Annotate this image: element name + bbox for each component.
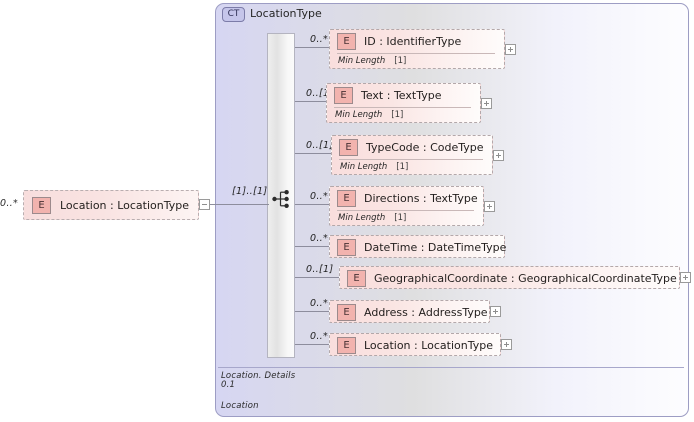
element-badge-icon: E bbox=[337, 337, 356, 354]
element-badge-icon: E bbox=[32, 196, 51, 214]
facet-label: Min Length bbox=[338, 213, 386, 223]
child-header: E Text : TextType bbox=[327, 84, 480, 107]
child-label-address: Address : AddressType bbox=[364, 306, 488, 319]
child-connector-line bbox=[295, 101, 326, 102]
child-element-address[interactable]: E Address : AddressType bbox=[329, 300, 490, 323]
facet-separator bbox=[334, 107, 471, 108]
child-header: E GeographicalCoordinate : GeographicalC… bbox=[340, 267, 679, 290]
child-connector-line bbox=[295, 246, 329, 247]
child-cardinality-id: 0..* bbox=[310, 34, 329, 45]
child-connector-line bbox=[295, 277, 339, 278]
facet-value: [1] bbox=[394, 213, 407, 223]
facet-label: Min Length bbox=[335, 110, 383, 120]
child-element-location[interactable]: E Location : LocationType bbox=[329, 333, 501, 356]
child-label-datetime: DateTime : DateTimeType bbox=[364, 241, 507, 254]
expand-toggle-icon-location[interactable] bbox=[501, 339, 512, 350]
facet-min-length: Min Length [1] bbox=[338, 56, 406, 66]
child-header: E DateTime : DateTimeType bbox=[330, 236, 507, 259]
root-element-location[interactable]: E Location : LocationType bbox=[23, 190, 199, 220]
facet-min-length: Min Length [1] bbox=[340, 162, 408, 172]
annotation-line-2: 0.1 bbox=[221, 380, 236, 390]
child-header: E Address : AddressType bbox=[330, 301, 489, 324]
facet-separator bbox=[339, 159, 483, 160]
sequence-compositor-icon[interactable] bbox=[272, 189, 294, 209]
complextype-title: LocationType bbox=[250, 7, 322, 20]
child-element-typecode[interactable]: E TypeCode : CodeType Min Length [1] bbox=[331, 135, 493, 175]
expand-toggle-icon-id[interactable] bbox=[505, 44, 516, 55]
root-cardinality: 0..* bbox=[0, 198, 19, 209]
expand-toggle-icon-text[interactable] bbox=[481, 98, 492, 109]
element-badge-icon: E bbox=[337, 33, 356, 50]
child-connector-line bbox=[295, 47, 329, 48]
child-header: E Directions : TextType bbox=[330, 187, 483, 210]
facet-label: Min Length bbox=[338, 56, 386, 66]
element-badge-icon: E bbox=[337, 304, 356, 321]
child-header: E Location : LocationType bbox=[330, 334, 500, 357]
facet-min-length: Min Length [1] bbox=[338, 213, 406, 223]
element-badge-icon: E bbox=[337, 190, 356, 207]
child-label-typecode: TypeCode : CodeType bbox=[366, 141, 484, 154]
footer-separator bbox=[218, 367, 684, 368]
facet-min-length: Min Length [1] bbox=[335, 110, 403, 120]
facet-value: [1] bbox=[394, 56, 407, 66]
child-cardinality-datetime: 0..* bbox=[310, 233, 329, 244]
child-header: E ID : IdentifierType bbox=[330, 30, 504, 53]
compositor-inbound-line bbox=[215, 204, 269, 205]
expand-toggle-icon-directions[interactable] bbox=[484, 201, 495, 212]
facet-value: [1] bbox=[396, 162, 409, 172]
child-cardinality-directions: 0..* bbox=[310, 191, 329, 202]
child-label-id: ID : IdentifierType bbox=[364, 35, 462, 48]
child-connector-line bbox=[295, 204, 329, 205]
child-label-location: Location : LocationType bbox=[364, 339, 494, 352]
root-element-label: Location : LocationType bbox=[60, 198, 190, 212]
annotation-line-1: Location. Details bbox=[221, 371, 296, 381]
annotation-line-3: Location bbox=[221, 401, 259, 411]
child-label-geographicalcoordinate: GeographicalCoordinate : GeographicalCoo… bbox=[374, 272, 677, 285]
element-badge-icon: E bbox=[337, 239, 356, 256]
child-connector-line bbox=[295, 153, 331, 154]
child-cardinality-address: 0..* bbox=[310, 298, 329, 309]
facet-separator bbox=[337, 210, 474, 211]
complextype-badge-icon: CT bbox=[222, 7, 245, 22]
element-badge-icon: E bbox=[334, 87, 353, 104]
child-connector-line bbox=[295, 344, 329, 345]
child-connector-line bbox=[295, 311, 329, 312]
child-element-id[interactable]: E ID : IdentifierType Min Length [1] bbox=[329, 29, 505, 69]
child-cardinality-location: 0..* bbox=[310, 331, 329, 342]
child-element-geographicalcoordinate[interactable]: E GeographicalCoordinate : GeographicalC… bbox=[339, 266, 680, 289]
element-badge-icon: E bbox=[339, 139, 358, 156]
child-label-directions: Directions : TextType bbox=[364, 192, 478, 205]
child-element-directions[interactable]: E Directions : TextType Min Length [1] bbox=[329, 186, 484, 226]
child-header: E TypeCode : CodeType bbox=[332, 136, 492, 159]
facet-value: [1] bbox=[391, 110, 404, 120]
child-element-datetime[interactable]: E DateTime : DateTimeType bbox=[329, 235, 507, 259]
child-element-text[interactable]: E Text : TextType Min Length [1] bbox=[326, 83, 481, 123]
expand-toggle-icon-typecode[interactable] bbox=[493, 150, 504, 161]
facet-label: Min Length bbox=[340, 162, 388, 172]
root-collapse-toggle-icon[interactable] bbox=[199, 199, 210, 210]
element-badge-icon: E bbox=[347, 270, 366, 287]
expand-toggle-icon-geographicalcoordinate[interactable] bbox=[680, 272, 691, 283]
child-cardinality-typecode: 0..[1] bbox=[306, 140, 334, 151]
expand-toggle-icon-address[interactable] bbox=[490, 306, 501, 317]
child-cardinality-text: 0..[1] bbox=[306, 88, 334, 99]
facet-separator bbox=[337, 53, 495, 54]
child-label-text: Text : TextType bbox=[361, 89, 442, 102]
child-cardinality-geographicalcoordinate: 0..[1] bbox=[306, 264, 334, 275]
compositor-cardinality: [1]..[1] bbox=[232, 186, 268, 197]
